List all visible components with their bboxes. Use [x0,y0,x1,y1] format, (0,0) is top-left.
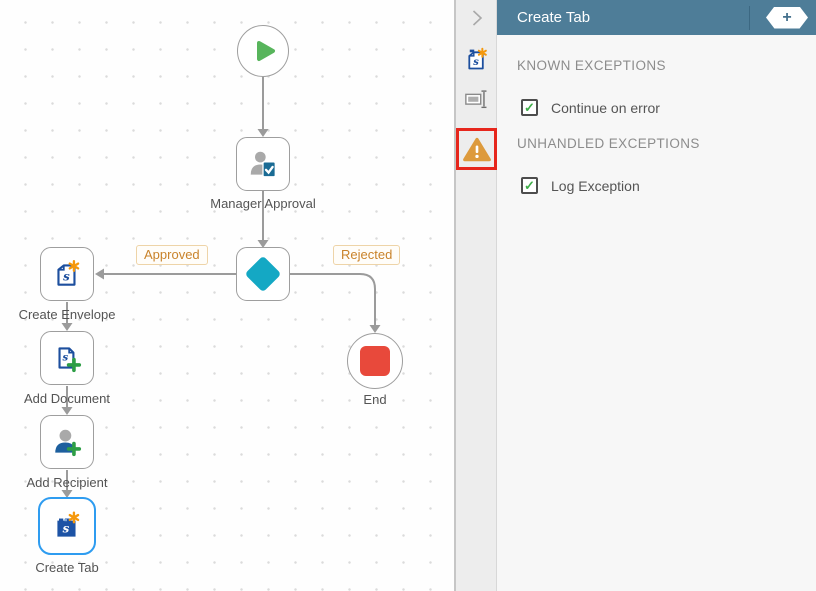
add-button[interactable]: + [766,6,808,29]
add-document-label: Add Document [24,391,110,406]
smartobject-tab-button[interactable]: s [456,46,497,73]
annotation-highlight-box [456,128,497,170]
continue-on-error-label: Continue on error [551,99,660,116]
log-exception-checkbox[interactable]: ✓ [521,177,538,194]
svg-text:s: s [63,352,69,364]
header-divider [749,5,750,30]
rename-tab-button[interactable] [456,86,497,112]
stop-icon [360,346,390,376]
continue-on-error-checkbox[interactable]: ✓ [521,99,538,116]
exceptions-tab-button[interactable] [462,136,492,163]
start-node[interactable] [237,25,289,77]
check-icon: ✓ [524,178,535,193]
plus-icon: + [782,8,792,26]
check-icon: ✓ [524,100,535,115]
add-document-node[interactable]: s [40,331,94,385]
add-recipient-node[interactable] [40,415,94,469]
create-tab-icon: s [57,511,80,537]
continue-on-error-row: ✓ Continue on error [521,99,816,116]
manager-approval-node[interactable] [236,137,290,191]
branch-label-approved[interactable]: Approved [136,245,208,265]
panel-title: Create Tab [517,9,591,26]
svg-text:s: s [63,521,70,535]
decision-node[interactable] [236,247,290,301]
panel-header: Create Tab + [497,0,816,35]
svg-text:s: s [473,57,479,68]
panel-body: KNOWN EXCEPTIONS ✓ Continue on error UNH… [497,35,816,194]
rename-textbox-icon [464,90,486,109]
smartobject-step-icon: s [468,47,487,70]
add-document-icon: s [58,347,82,373]
collapse-panel-button[interactable] [456,8,497,28]
branch-label-rejected[interactable]: Rejected [333,245,401,265]
create-tab-label: Create Tab [35,560,99,575]
svg-text:s: s [63,269,70,283]
properties-panel: Create Tab + KNOWN EXCEPTIONS ✓ Continue… [497,0,816,591]
panel-icon-strip: s [456,0,497,591]
user-task-icon [250,151,276,178]
create-tab-node[interactable]: s [38,497,96,555]
log-exception-label: Log Exception [551,177,640,194]
end-node[interactable] [347,333,403,389]
known-exceptions-heading: KNOWN EXCEPTIONS [517,58,666,73]
play-icon [257,41,275,61]
manager-approval-label: Manager Approval [210,196,316,211]
add-recipient-label: Add Recipient [26,475,108,490]
decision-diamond-icon [244,255,282,293]
create-envelope-node[interactable]: s [40,247,94,301]
unhandled-exceptions-heading: UNHANDLED EXCEPTIONS [517,136,700,151]
end-label: End [363,392,387,407]
log-exception-row: ✓ Log Exception [521,177,816,194]
create-envelope-label: Create Envelope [18,307,116,322]
chevron-right-icon [472,10,482,26]
create-envelope-icon: s [57,260,80,286]
workflow-canvas[interactable]: Manager Approval Approved Rejected s Cre… [0,0,456,591]
add-recipient-icon [55,429,82,457]
warning-triangle-icon [462,137,491,161]
